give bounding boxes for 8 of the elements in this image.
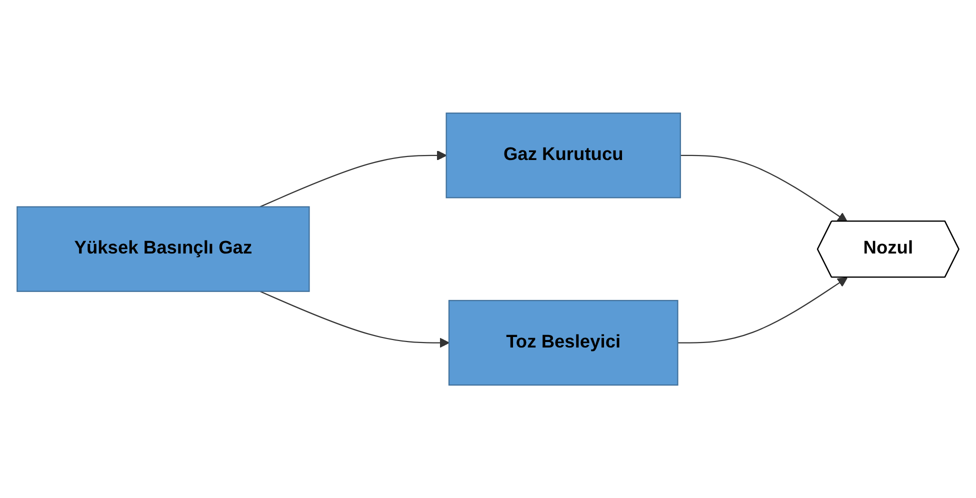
node-box <box>16 206 310 292</box>
flowchart: Yüksek Basınçlı Gaz Gaz Kurutucu Toz Besleyici Nozul <box>8 104 968 394</box>
node-box <box>448 300 678 386</box>
arrow <box>260 290 450 348</box>
arrow <box>678 277 848 344</box>
arrow <box>260 150 447 208</box>
node-box <box>446 112 681 198</box>
arrow <box>680 154 848 222</box>
